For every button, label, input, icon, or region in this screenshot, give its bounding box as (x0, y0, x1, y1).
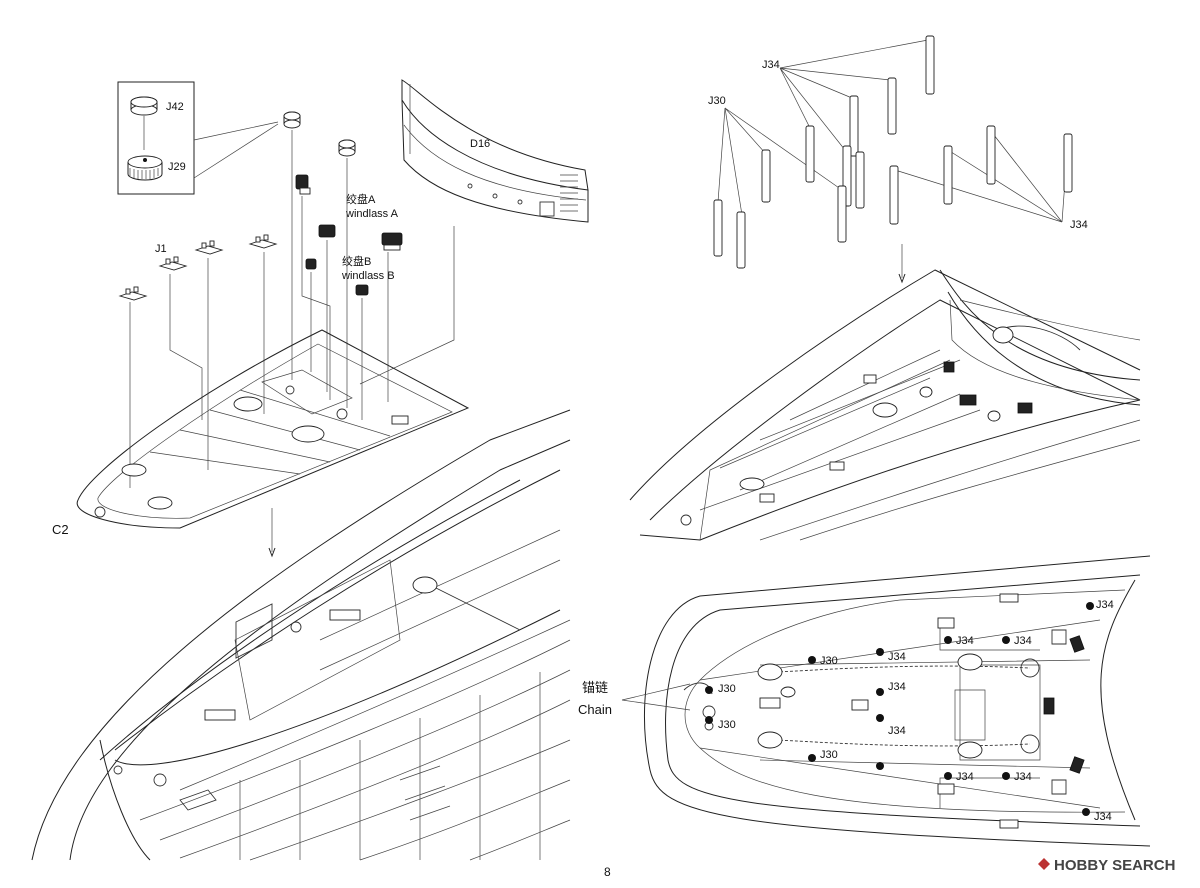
windlass-b-part-2-icon (355, 284, 369, 296)
part-c2-deck (76, 329, 470, 529)
label-j34-top: J34 (762, 59, 780, 71)
label-j29: J29 (168, 161, 186, 173)
label-j34-right: J34 (1070, 219, 1088, 231)
label-windlass-b-cn: 绞盘B (342, 254, 371, 268)
top-left-assembly: J42 J29 绞盘A windlass (52, 79, 589, 558)
label-br-j34-b: J34 (956, 635, 974, 647)
label-br-j34-h: J34 (1014, 771, 1032, 783)
windlass-a-part-icon (295, 174, 311, 195)
bottom-left-hull (31, 409, 571, 861)
label-d16: D16 (470, 138, 490, 150)
part-j42-icon (130, 96, 158, 116)
label-br-j30-d: J30 (820, 749, 838, 761)
bottom-right-deck: J34 J34 J34 J30 J34 J30 J34 J30 J34 J30 … (578, 555, 1151, 847)
hobby-search-logo: HOBBY SEARCH (1038, 857, 1175, 874)
windlass-a-part-2-icon (318, 224, 336, 238)
top-right-assembly: J34 J30 J34 (629, 35, 1141, 541)
windlass-b-part-icon (305, 258, 317, 270)
page-number: 8 (604, 865, 611, 879)
rods-group (713, 35, 1073, 269)
label-br-j34-a: J34 (1096, 599, 1114, 611)
part-j29-icon (127, 155, 163, 181)
label-br-j30-b: J30 (718, 683, 736, 695)
label-br-j34-e: J34 (888, 681, 906, 693)
part-d16-bulwark (401, 79, 589, 223)
part-capstan-icon (283, 111, 301, 129)
part-capstan-2-icon (338, 139, 356, 157)
windlass-a-part-3-icon (381, 232, 403, 251)
label-br-j34-g: J34 (956, 771, 974, 783)
label-chain-en: Chain (578, 702, 612, 717)
inset-box (117, 81, 195, 195)
label-windlass-a-en: windlass A (345, 208, 399, 220)
label-c2: C2 (52, 522, 69, 537)
label-br-j30-a: J30 (820, 655, 838, 667)
label-br-j34-c: J34 (1014, 635, 1032, 647)
watermark-text: HOBBY SEARCH (1054, 857, 1175, 874)
label-j42: J42 (166, 101, 184, 113)
label-j30: J30 (708, 95, 726, 107)
attach-points (705, 602, 1094, 816)
label-windlass-b-en: windlass B (341, 270, 395, 282)
label-j1: J1 (155, 243, 167, 255)
label-windlass-a-cn: 绞盘A (346, 192, 376, 206)
label-chain-cn: 锚链 (582, 680, 608, 695)
label-br-j34-i: J34 (1094, 811, 1112, 823)
label-br-j34-d: J34 (888, 651, 906, 663)
part-j1-bollards-icon (118, 234, 278, 301)
label-br-j34-f: J34 (888, 725, 906, 737)
label-br-j30-c: J30 (718, 719, 736, 731)
